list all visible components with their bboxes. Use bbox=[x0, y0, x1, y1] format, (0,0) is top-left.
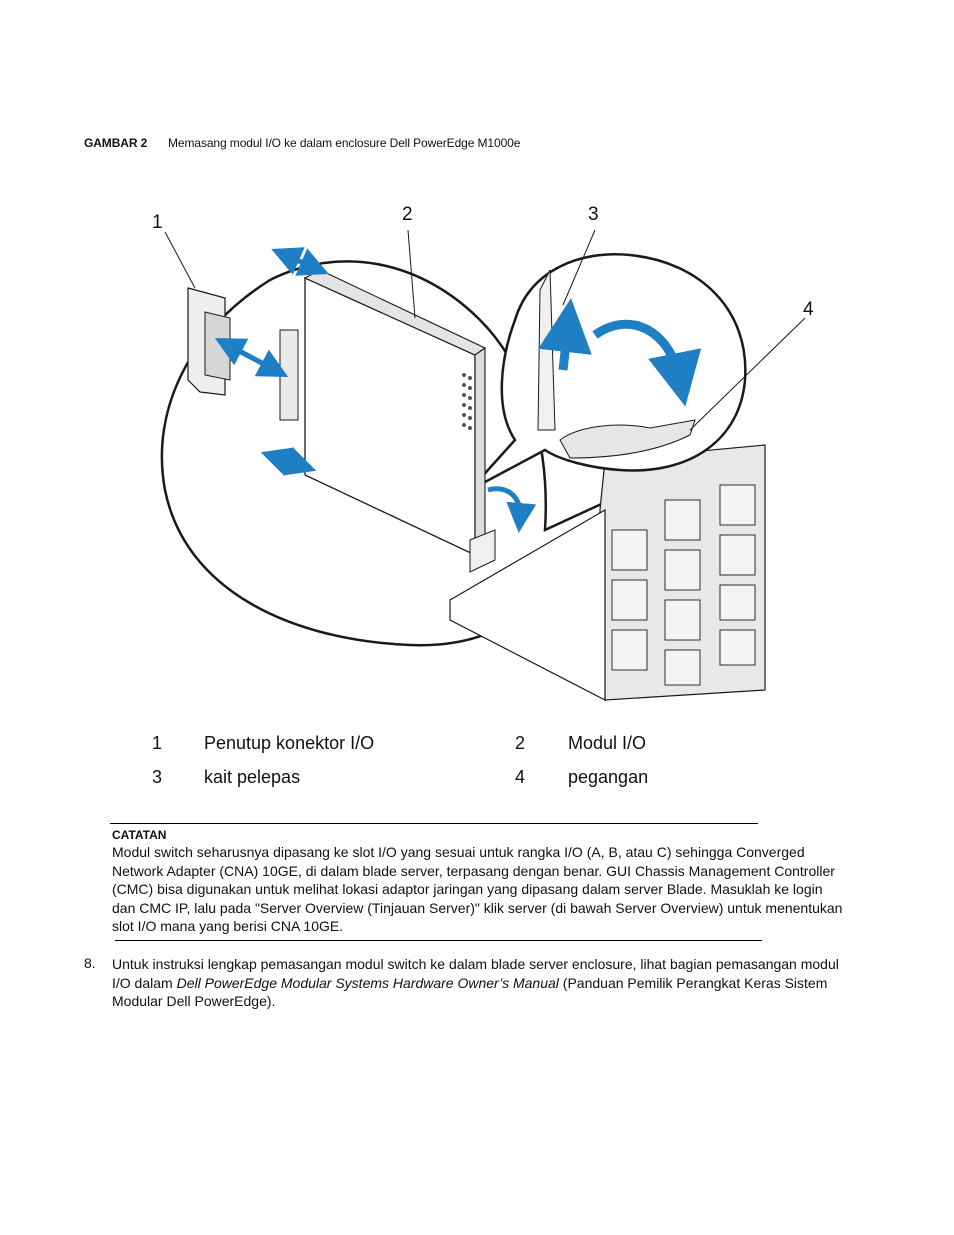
note-title: CATATAN bbox=[112, 828, 167, 842]
legend-num-3: 3 bbox=[152, 767, 163, 787]
io-module-drawing bbox=[160, 229, 806, 701]
callout-2: 2 bbox=[402, 204, 413, 225]
manual-title: Dell PowerEdge Modular Systems Hardware … bbox=[176, 974, 559, 991]
legend-label-2: Modul I/O bbox=[568, 733, 647, 753]
connector-cover bbox=[187, 287, 231, 396]
note-bottom-rule bbox=[115, 940, 762, 941]
callout-4: 4 bbox=[803, 299, 814, 320]
step-text-start: Untuk instruksi lengkap pemasangan modul… bbox=[112, 956, 839, 991]
install-arrows bbox=[214, 247, 537, 533]
step-text: Untuk instruksi lengkap pemasangan modul… bbox=[112, 955, 847, 1011]
legend-label-1: Penutup konektor I/O bbox=[204, 733, 375, 753]
note-top-rule bbox=[110, 823, 758, 824]
legend-label-3: kait pelepas bbox=[204, 767, 301, 787]
legend-num-2: 2 bbox=[515, 733, 526, 753]
chassis bbox=[449, 444, 766, 701]
note-body: Modul switch seharusnya dipasang ke slot… bbox=[112, 844, 843, 935]
leader-lines bbox=[164, 229, 806, 431]
callout-1: 1 bbox=[152, 212, 163, 233]
figure-title: Memasang modul I/O ke dalam enclosure De… bbox=[168, 136, 521, 150]
legend-num-4: 4 bbox=[515, 767, 526, 787]
figure-label: GAMBAR 2 bbox=[84, 136, 148, 150]
step-text-end: (Panduan Pemilik Perangkat Keras Sistem … bbox=[112, 974, 828, 1010]
legend-num-1: 1 bbox=[152, 733, 163, 753]
step-number: 8. bbox=[84, 955, 96, 971]
callout-3: 3 bbox=[588, 204, 599, 225]
io-module-illustration: 1 2 3 4 bbox=[150, 200, 830, 710]
legend-label-4: pegangan bbox=[568, 767, 649, 787]
figure-caption: GAMBAR 2 Memasang modul I/O ke dalam encl… bbox=[84, 136, 520, 150]
detail-arrows bbox=[538, 298, 702, 407]
